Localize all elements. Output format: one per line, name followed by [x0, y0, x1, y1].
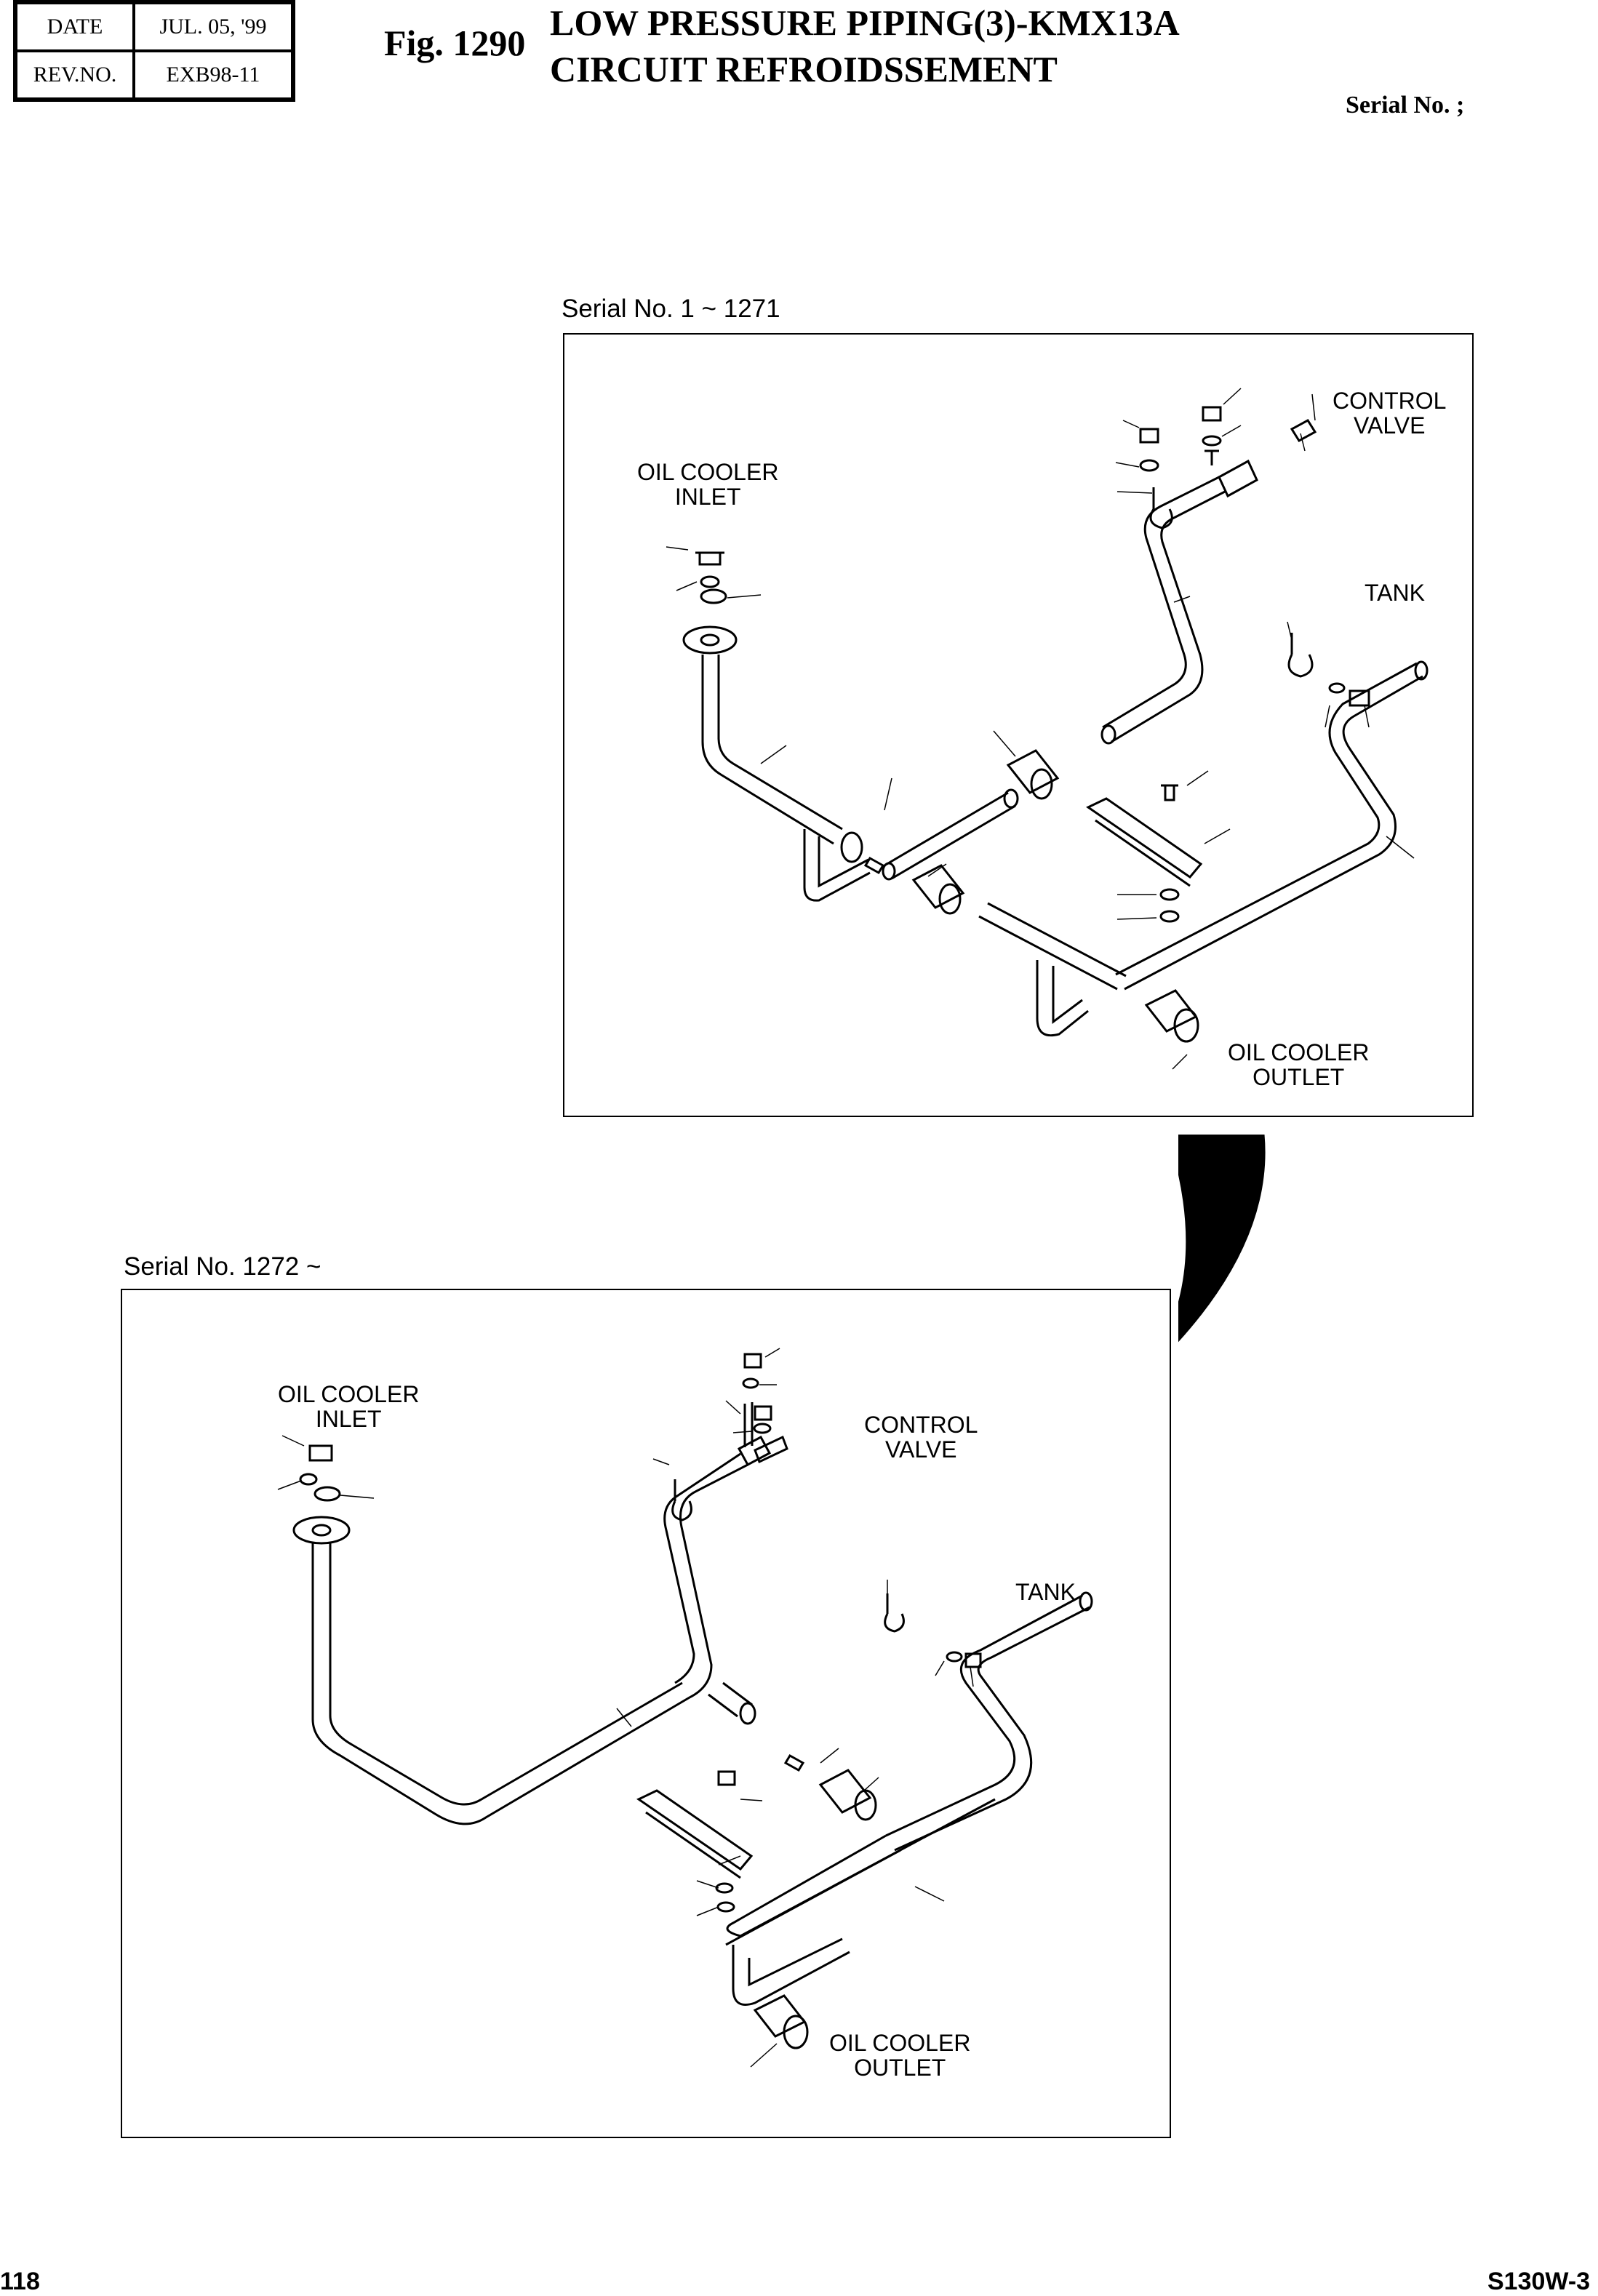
- page-number: 118: [0, 2268, 40, 2295]
- coupling-2: [1006, 749, 1060, 794]
- model-code: S130W-3: [1487, 2268, 1591, 2295]
- figure-number: Fig. 1290: [384, 23, 526, 63]
- top-diagram-panel: OIL COOLER INLET CONTROL VALVE TANK OIL …: [563, 333, 1474, 1117]
- inlet-flange: [682, 625, 738, 655]
- outlet-cap: [1144, 989, 1198, 1033]
- top-piping-drawing: [666, 388, 1429, 1070]
- tank-clamp: [1287, 633, 1314, 678]
- valve-pipe: [679, 1463, 748, 1699]
- inlet-washer: [700, 575, 720, 588]
- valve-clamp: [1149, 487, 1173, 529]
- top-oil-cooler-outlet-label: OIL COOLER OUTLET: [1228, 1039, 1370, 1090]
- center-pipe: [884, 791, 1016, 880]
- top-oil-cooler-inlet-label: OIL COOLER INLET: [637, 459, 779, 510]
- lower-pipe: [978, 902, 1127, 991]
- bottom-piping-drawing: [277, 1348, 1093, 2068]
- transition-arrow: [1178, 1135, 1266, 1343]
- valve-tee: [737, 1435, 772, 1467]
- title-line-2: CIRCUIT REFROIDSSEMENT: [550, 49, 1058, 89]
- valve-fitting: [1290, 419, 1317, 442]
- top-panel-caption: Serial No. 1 ~ 1271: [562, 295, 780, 323]
- inlet-pipe-b: [717, 655, 843, 831]
- bottom-oil-cooler-inlet-label: OIL COOLER INLET: [278, 1381, 420, 1432]
- bottom-control-valve-label: CONTROL VALVE: [864, 1412, 978, 1463]
- top-control-valve-label: CONTROL VALVE: [1333, 388, 1447, 439]
- tank-return-pipe: [885, 1594, 1083, 1837]
- date-value: JUL. 05, '99: [134, 3, 292, 51]
- inlet-bolt: [308, 1444, 333, 1462]
- coupling-1: [818, 1769, 872, 1814]
- tank-return-pipe: [1124, 675, 1423, 991]
- support-bracket: [1086, 797, 1203, 887]
- inlet-bolt: [695, 551, 724, 566]
- lower-pipe: [726, 1798, 996, 1937]
- valve-pipe: [1102, 476, 1220, 729]
- inlet-flange: [292, 1516, 351, 1545]
- bottom-panel-caption: Serial No. 1272 ~: [124, 1252, 321, 1281]
- bottom-tank-label: TANK: [1015, 1579, 1076, 1605]
- valve-clamp: [671, 1479, 692, 1521]
- rev-value: EXB98-11: [134, 51, 292, 99]
- inlet-pipe-a: [311, 1543, 690, 1825]
- tank-clamp: [884, 1593, 905, 1633]
- bottom-oil-cooler-outlet-label: OIL COOLER OUTLET: [829, 2030, 971, 2081]
- inlet-pipe-a: [701, 655, 834, 845]
- inlet-oring: [700, 588, 727, 604]
- serial-number: Serial No. ;: [1346, 92, 1465, 119]
- date-label: DATE: [16, 3, 134, 51]
- top-tank-label: TANK: [1365, 580, 1425, 606]
- bottom-diagram-panel: OIL COOLER INLET CONTROL VALVE TANK OIL …: [121, 1289, 1171, 2138]
- rev-label: REV.NO.: [16, 51, 134, 99]
- coupling-1: [911, 864, 965, 909]
- support-bracket: [636, 1789, 754, 1879]
- title-line-1: LOW PRESSURE PIPING(3)-KMX13A: [550, 2, 1180, 43]
- revision-table: DATE JUL. 05, '99 REV.NO. EXB98-11: [13, 0, 295, 102]
- valve-tee: [1218, 459, 1258, 498]
